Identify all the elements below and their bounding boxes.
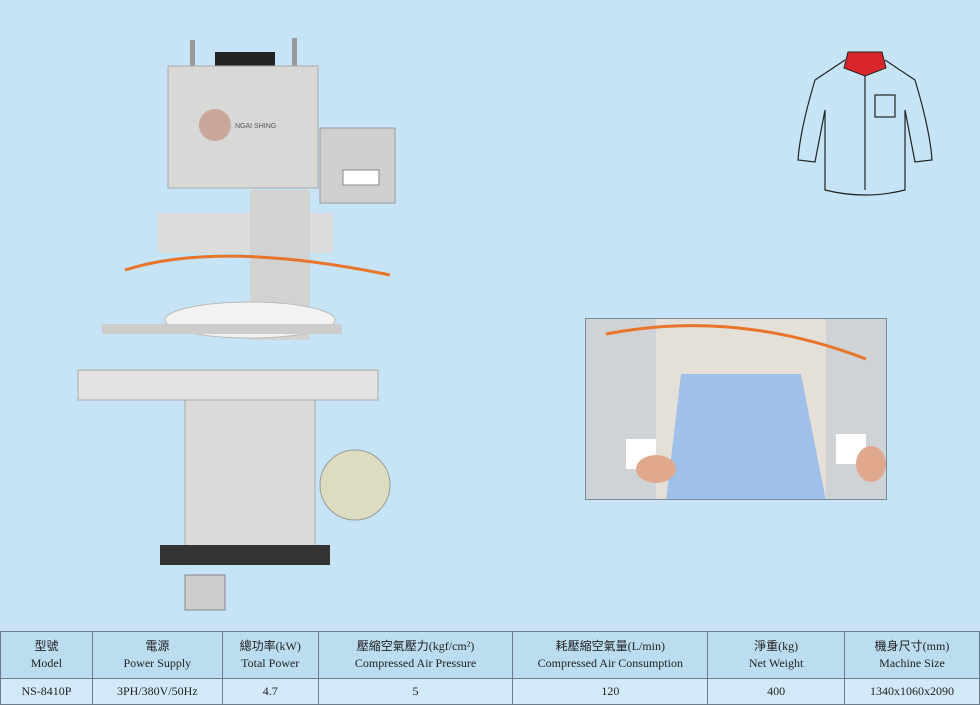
- cell-air-consumption: 120: [512, 678, 709, 705]
- shirt-diagram: [797, 51, 933, 196]
- header-total-power: 總功率(kW)Total Power: [221, 631, 319, 679]
- header-air-consumption: 耗壓縮空氣量(L/min)Compressed Air Consumption: [512, 631, 709, 679]
- cell-model: NS-8410P: [0, 678, 93, 705]
- cell-power-supply: 3PH/380V/50Hz: [91, 678, 223, 705]
- cell-total-power: 4.7: [221, 678, 319, 705]
- brand-logo-text: NGAI SHING: [235, 123, 276, 130]
- cell-air-pressure: 5: [317, 678, 514, 705]
- spec-row: NS-8410P 3PH/380V/50Hz 4.7 5 120 400 134…: [0, 678, 980, 705]
- header-machine-size: 機身尺寸(mm)Machine Size: [844, 631, 980, 679]
- cell-machine-size: 1340x1060x2090: [844, 678, 980, 705]
- header-air-pressure: 壓縮空氣壓力(kgf/cm²)Compressed Air Pressure: [317, 631, 514, 679]
- pressing-machine-image: NGAI SHING: [77, 38, 396, 611]
- detail-photo: [585, 318, 887, 500]
- header-net-weight: 淨重(kg)Net Weight: [707, 631, 846, 679]
- cell-net-weight: 400: [707, 678, 846, 705]
